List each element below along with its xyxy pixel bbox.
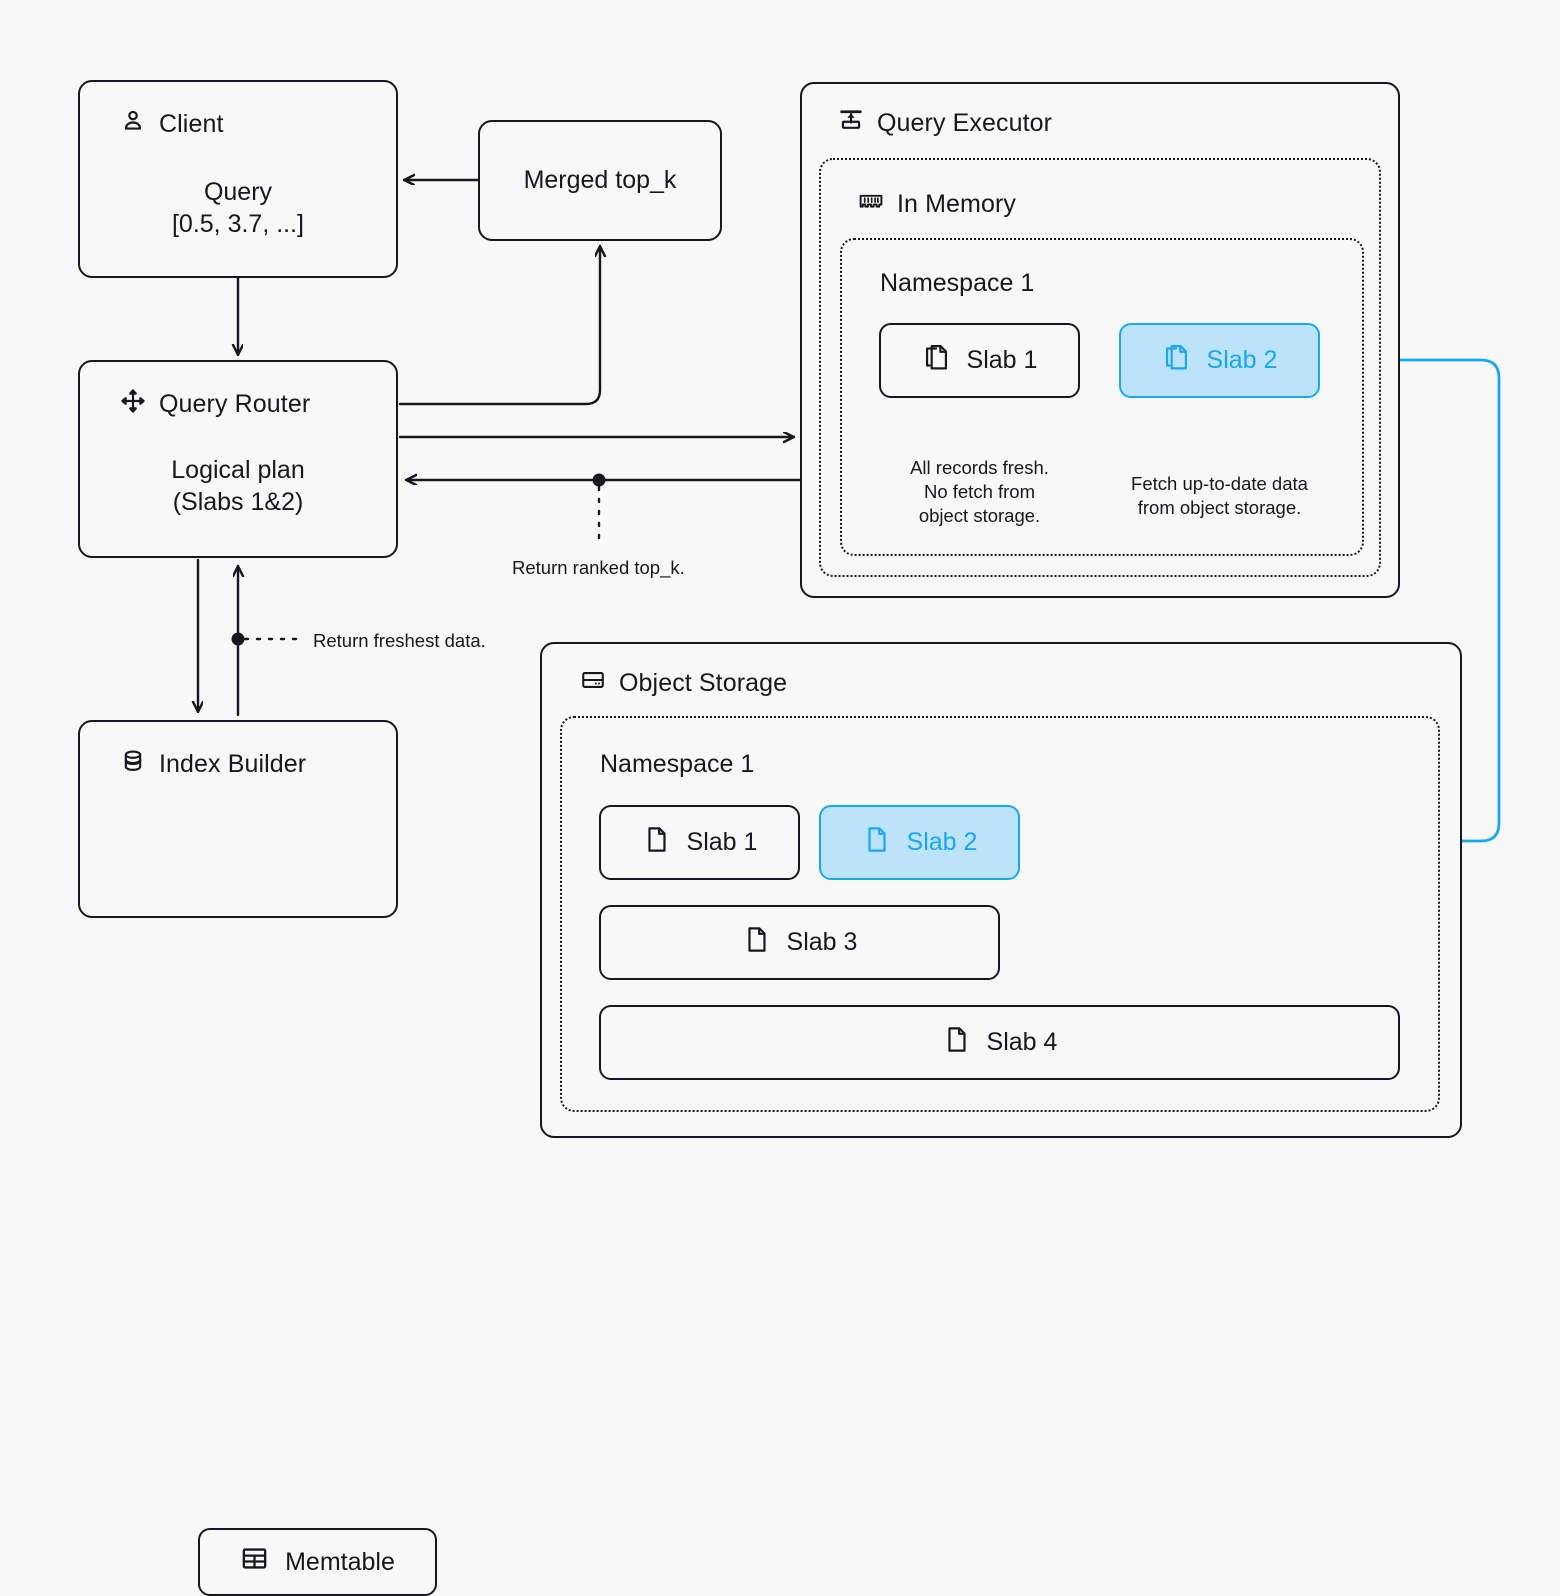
merged-topk-node[interactable]: Merged top_k <box>478 120 722 241</box>
query-executor-title: Query Executor <box>877 109 1053 137</box>
memory-slab-1-chip[interactable]: Slab 1 <box>879 323 1080 398</box>
table-icon <box>240 1544 269 1580</box>
memory-namespace-title: Namespace 1 <box>880 269 1035 297</box>
memtable-chip[interactable]: Memtable <box>198 1528 437 1596</box>
edge-query-router-to-mergedtopk <box>398 244 600 406</box>
storage-slab-3-label: Slab 3 <box>786 928 858 956</box>
file-icon <box>642 825 671 861</box>
copy-files-icon <box>922 343 951 379</box>
return-ranked-topk-note: Return ranked top_k. <box>512 557 685 578</box>
client-node[interactable]: Client Query [0.5, 3.7, ...] <box>78 80 398 278</box>
index-builder-title: Index Builder <box>159 750 307 778</box>
storage-slab-1-chip[interactable]: Slab 1 <box>599 805 800 880</box>
callout-dot-return-freshest-data <box>231 632 245 646</box>
memory-slab-1-label: Slab 1 <box>966 346 1038 374</box>
query-router-header: Query Router <box>120 388 310 421</box>
in-memory-container <box>819 158 1381 577</box>
storage-slab-4-chip[interactable]: Slab 4 <box>599 1005 1400 1080</box>
storage-slab-1-label: Slab 1 <box>686 828 758 856</box>
query-router-node[interactable]: Query Router Logical plan (Slabs 1&2) <box>78 360 398 558</box>
file-icon <box>742 925 771 961</box>
extract-upload-icon <box>838 107 864 140</box>
memory-namespace-container <box>840 238 1364 556</box>
object-storage-title: Object Storage <box>619 669 788 697</box>
storage-slab-3-chip[interactable]: Slab 3 <box>599 905 1000 980</box>
database-icon <box>120 748 146 781</box>
copy-files-icon <box>1162 343 1191 379</box>
memory-slab-2-label: Slab 2 <box>1206 346 1278 374</box>
index-builder-header: Index Builder <box>120 748 306 781</box>
server-icon <box>580 667 606 700</box>
memory-slab-2-chip[interactable]: Slab 2 <box>1119 323 1320 398</box>
query-executor-header: Query Executor <box>838 107 1052 140</box>
index-builder-node[interactable]: Index Builder Memtable <box>78 720 437 1596</box>
return-freshest-data-note: Return freshest data. <box>313 630 486 651</box>
query-router-title: Query Router <box>159 390 311 418</box>
storage-namespace-title: Namespace 1 <box>600 750 755 778</box>
storage-namespace-container <box>560 716 1440 1112</box>
callout-dot-return-ranked-topk <box>592 473 606 487</box>
storage-slab-4-label: Slab 4 <box>986 1028 1058 1056</box>
memtable-label: Memtable <box>285 1547 395 1576</box>
in-memory-title: In Memory <box>897 190 1016 218</box>
move-arrows-icon <box>120 388 146 421</box>
storage-slab-2-label: Slab 2 <box>906 828 978 856</box>
merged-topk-label: Merged top_k <box>523 166 677 194</box>
client-header: Client <box>120 108 224 141</box>
client-title: Client <box>159 110 224 138</box>
file-icon <box>862 825 891 861</box>
in-memory-header: In Memory <box>858 188 1016 221</box>
client-query-text: Query [0.5, 3.7, ...] <box>171 178 305 238</box>
query-router-plan-text: Logical plan (Slabs 1&2) <box>171 456 305 516</box>
diagram-canvas: Client Query [0.5, 3.7, ...] Merged top_… <box>78 80 1501 1596</box>
memory-ram-icon <box>858 188 884 221</box>
slab2-memory-note: Fetch up-to-date data from object storag… <box>1131 473 1308 519</box>
file-icon <box>942 1025 971 1061</box>
user-icon <box>120 108 146 141</box>
object-storage-header: Object Storage <box>580 667 787 700</box>
slab1-memory-note: All records fresh. No fetch from object … <box>910 457 1049 527</box>
storage-slab-2-chip[interactable]: Slab 2 <box>819 805 1020 880</box>
